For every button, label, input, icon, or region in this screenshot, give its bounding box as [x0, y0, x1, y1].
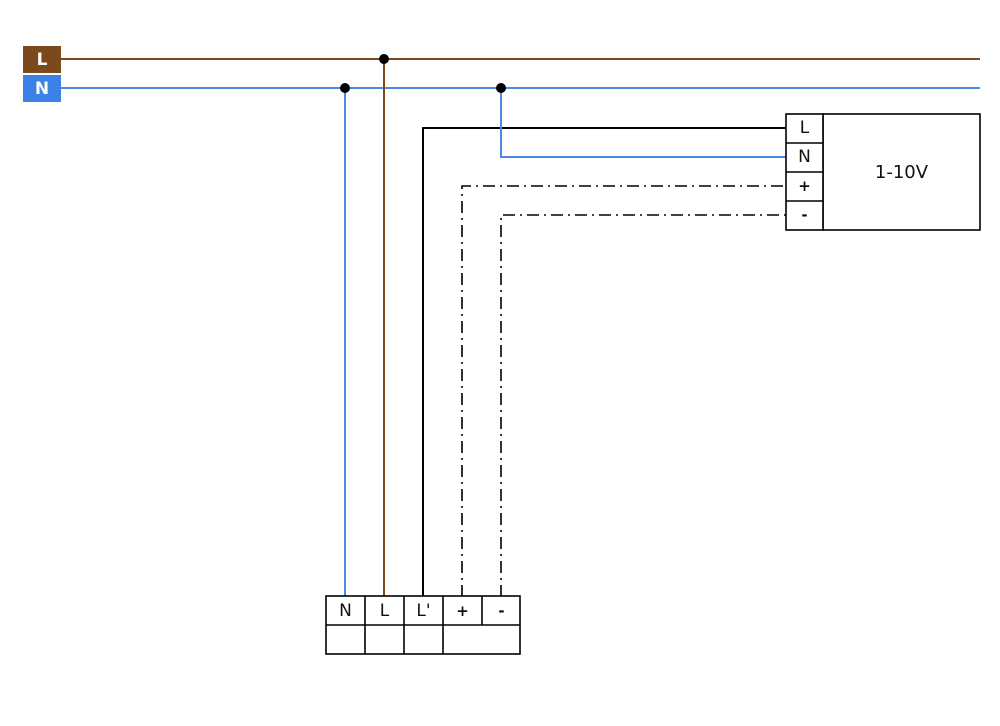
device-terminal-plus: +: [798, 177, 811, 195]
junction-dot-neutral-2: [496, 83, 506, 93]
device-neutral-wire: [500, 88, 786, 158]
dimmer-terminal-plus: +: [456, 601, 469, 620]
control-plus-wire: [461, 185, 786, 597]
junction-dot-live: [379, 54, 389, 64]
device-terminal-n: N: [798, 147, 811, 167]
dimmer-terminal-minus: -: [498, 601, 505, 620]
dimmer-terminal-l: L: [379, 600, 390, 621]
neutral-bus-tag: N: [23, 75, 61, 102]
dimmer-terminal-n: N: [339, 600, 352, 621]
junction-dot-neutral-1: [340, 83, 350, 93]
control-minus-wire: [500, 214, 786, 597]
device-terminal-minus: -: [801, 206, 808, 224]
live-bus-tag: L: [23, 46, 61, 73]
device-terminal-l: L: [799, 118, 810, 138]
switched-live-wire: [422, 127, 786, 597]
device-box: [822, 113, 981, 231]
device-label: 1-10V: [874, 161, 929, 183]
dimmer-terminal-l-prime: L': [416, 600, 431, 621]
